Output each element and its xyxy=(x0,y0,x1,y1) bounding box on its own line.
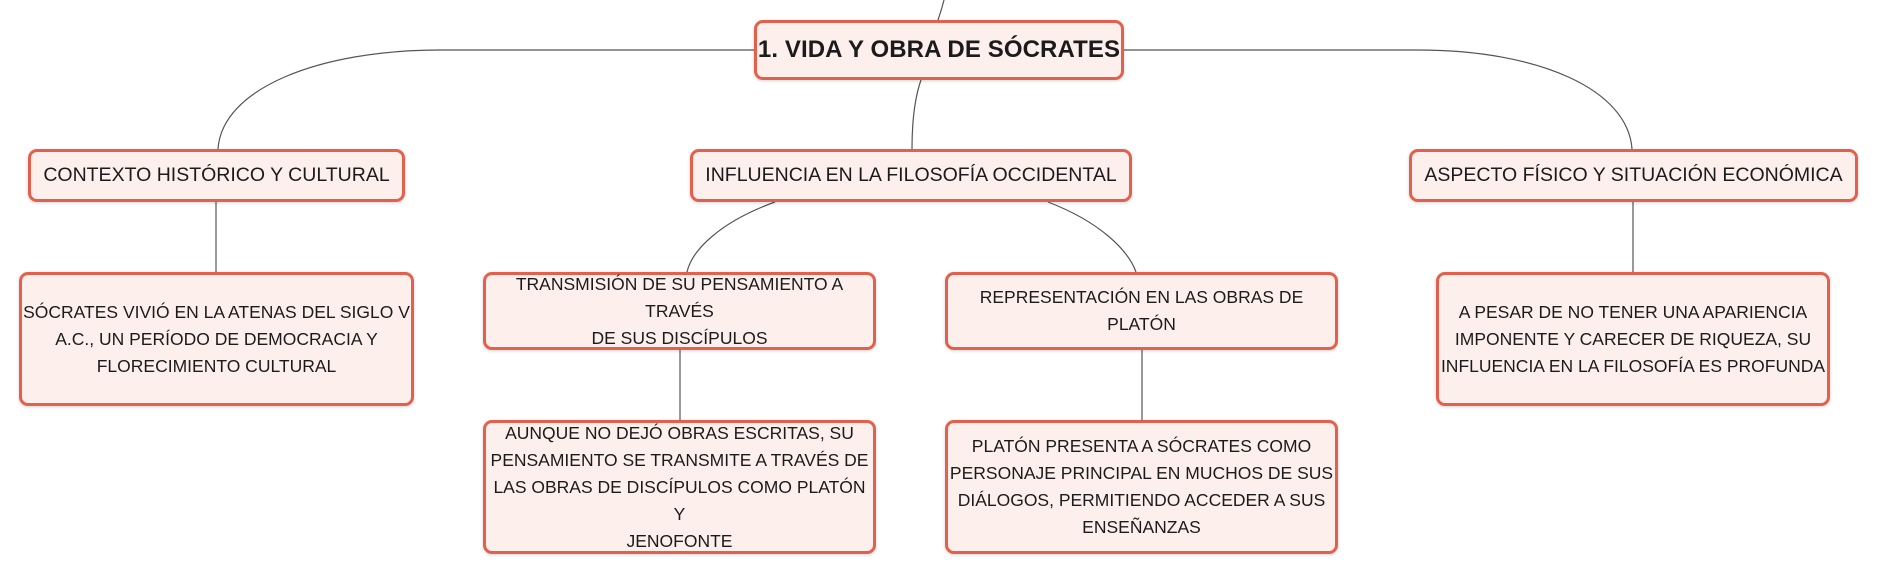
connector-incoming-root xyxy=(937,0,945,21)
root-node-label: 1. VIDA Y OBRA DE SÓCRATES xyxy=(757,36,1121,63)
detail-node-contexto[interactable]: SÓCRATES VIVIÓ EN LA ATENAS DEL SIGLO V … xyxy=(19,272,414,406)
connector-influencia-to-transmision xyxy=(686,201,776,273)
connector-root-to-influencia xyxy=(911,79,922,150)
root-node[interactable]: 1. VIDA Y OBRA DE SÓCRATES xyxy=(754,20,1124,80)
connector-influencia-to-representacion xyxy=(1047,201,1137,273)
detail-node-transmision[interactable]: AUNQUE NO DEJÓ OBRAS ESCRITAS, SU PENSAM… xyxy=(483,420,876,554)
detail-node-label: AUNQUE NO DEJÓ OBRAS ESCRITAS, SU PENSAM… xyxy=(490,422,869,551)
detail-node-label: PLATÓN PRESENTA A SÓCRATES COMO PERSONAJ… xyxy=(949,436,1334,537)
detail-node-aspecto[interactable]: A PESAR DE NO TENER UNA APARIENCIA IMPON… xyxy=(1436,272,1830,406)
subbranch-node-label: REPRESENTACIÓN EN LAS OBRAS DE PLATÓN xyxy=(979,287,1304,334)
branch-node-influencia[interactable]: INFLUENCIA EN LA FILOSOFÍA OCCIDENTAL xyxy=(690,149,1132,202)
branch-node-label: ASPECTO FÍSICO Y SITUACIÓN ECONÓMICA xyxy=(1424,164,1843,186)
detail-node-label: SÓCRATES VIVIÓ EN LA ATENAS DEL SIGLO V … xyxy=(23,301,410,376)
branch-node-aspecto[interactable]: ASPECTO FÍSICO Y SITUACIÓN ECONÓMICA xyxy=(1409,149,1858,202)
connector-root-to-contexto xyxy=(217,49,756,150)
subbranch-node-representacion[interactable]: REPRESENTACIÓN EN LAS OBRAS DE PLATÓN xyxy=(945,272,1338,350)
branch-node-contexto[interactable]: CONTEXTO HISTÓRICO Y CULTURAL xyxy=(28,149,405,202)
detail-node-representacion[interactable]: PLATÓN PRESENTA A SÓCRATES COMO PERSONAJ… xyxy=(945,420,1338,554)
branch-node-label: CONTEXTO HISTÓRICO Y CULTURAL xyxy=(43,164,390,186)
detail-node-label: A PESAR DE NO TENER UNA APARIENCIA IMPON… xyxy=(1440,301,1826,376)
subbranch-node-transmision[interactable]: TRANSMISIÓN DE SU PENSAMIENTO A TRAVÉS D… xyxy=(483,272,876,350)
connector-root-to-aspecto xyxy=(1124,49,1633,150)
branch-node-label: INFLUENCIA EN LA FILOSOFÍA OCCIDENTAL xyxy=(705,164,1117,186)
subbranch-node-label: TRANSMISIÓN DE SU PENSAMIENTO A TRAVÉS D… xyxy=(515,273,844,348)
